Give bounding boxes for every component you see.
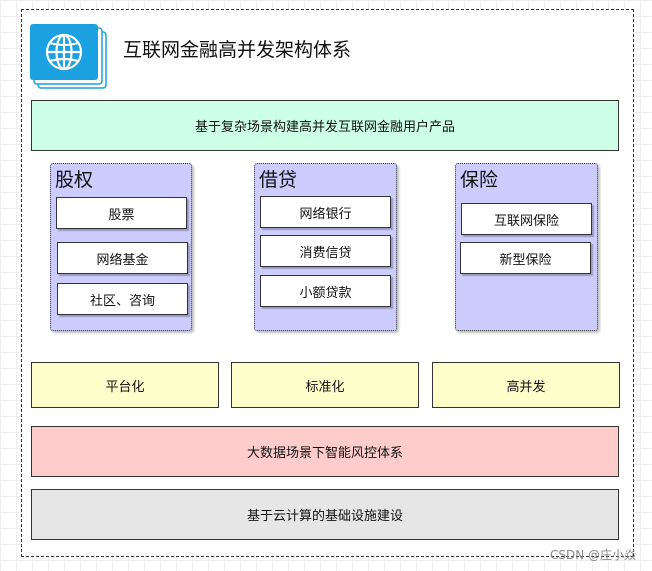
- lending-item-online-bank: 网络银行: [260, 196, 391, 228]
- product-banner: 基于复杂场景构建高并发互联网金融用户产品: [31, 100, 619, 151]
- group-lending-title: 借贷: [259, 169, 298, 191]
- lending-item-microloan: 小额贷款: [260, 275, 391, 307]
- insurance-item-internet: 互联网保险: [461, 203, 592, 235]
- group-lending: 借贷 网络银行 消费信贷 小额贷款: [254, 163, 397, 331]
- group-insurance: 保险 互联网保险 新型保险: [455, 163, 598, 331]
- group-equity-title: 股权: [55, 169, 94, 191]
- equity-item-funds: 网络基金: [57, 242, 188, 274]
- diagram-title: 互联网金融高并发架构体系: [123, 39, 352, 61]
- feature-standard: 标准化: [231, 362, 419, 408]
- infrastructure-layer: 基于云计算的基础设施建设: [31, 489, 619, 540]
- feature-platform: 平台化: [31, 362, 219, 408]
- group-equity: 股权 股票 网络基金 社区、咨询: [50, 163, 192, 331]
- insurance-item-new: 新型保险: [460, 242, 591, 274]
- watermark: CSDN @庄小焱: [549, 548, 636, 562]
- equity-item-community: 社区、咨询: [57, 283, 188, 315]
- lending-item-consumer-credit: 消费信贷: [260, 235, 391, 267]
- equity-item-stocks: 股票: [56, 197, 187, 229]
- group-insurance-title: 保险: [460, 169, 499, 191]
- feature-concurrency: 高并发: [432, 362, 620, 408]
- risk-control-layer: 大数据场景下智能风控体系: [31, 426, 619, 477]
- globe-icon: [30, 24, 108, 90]
